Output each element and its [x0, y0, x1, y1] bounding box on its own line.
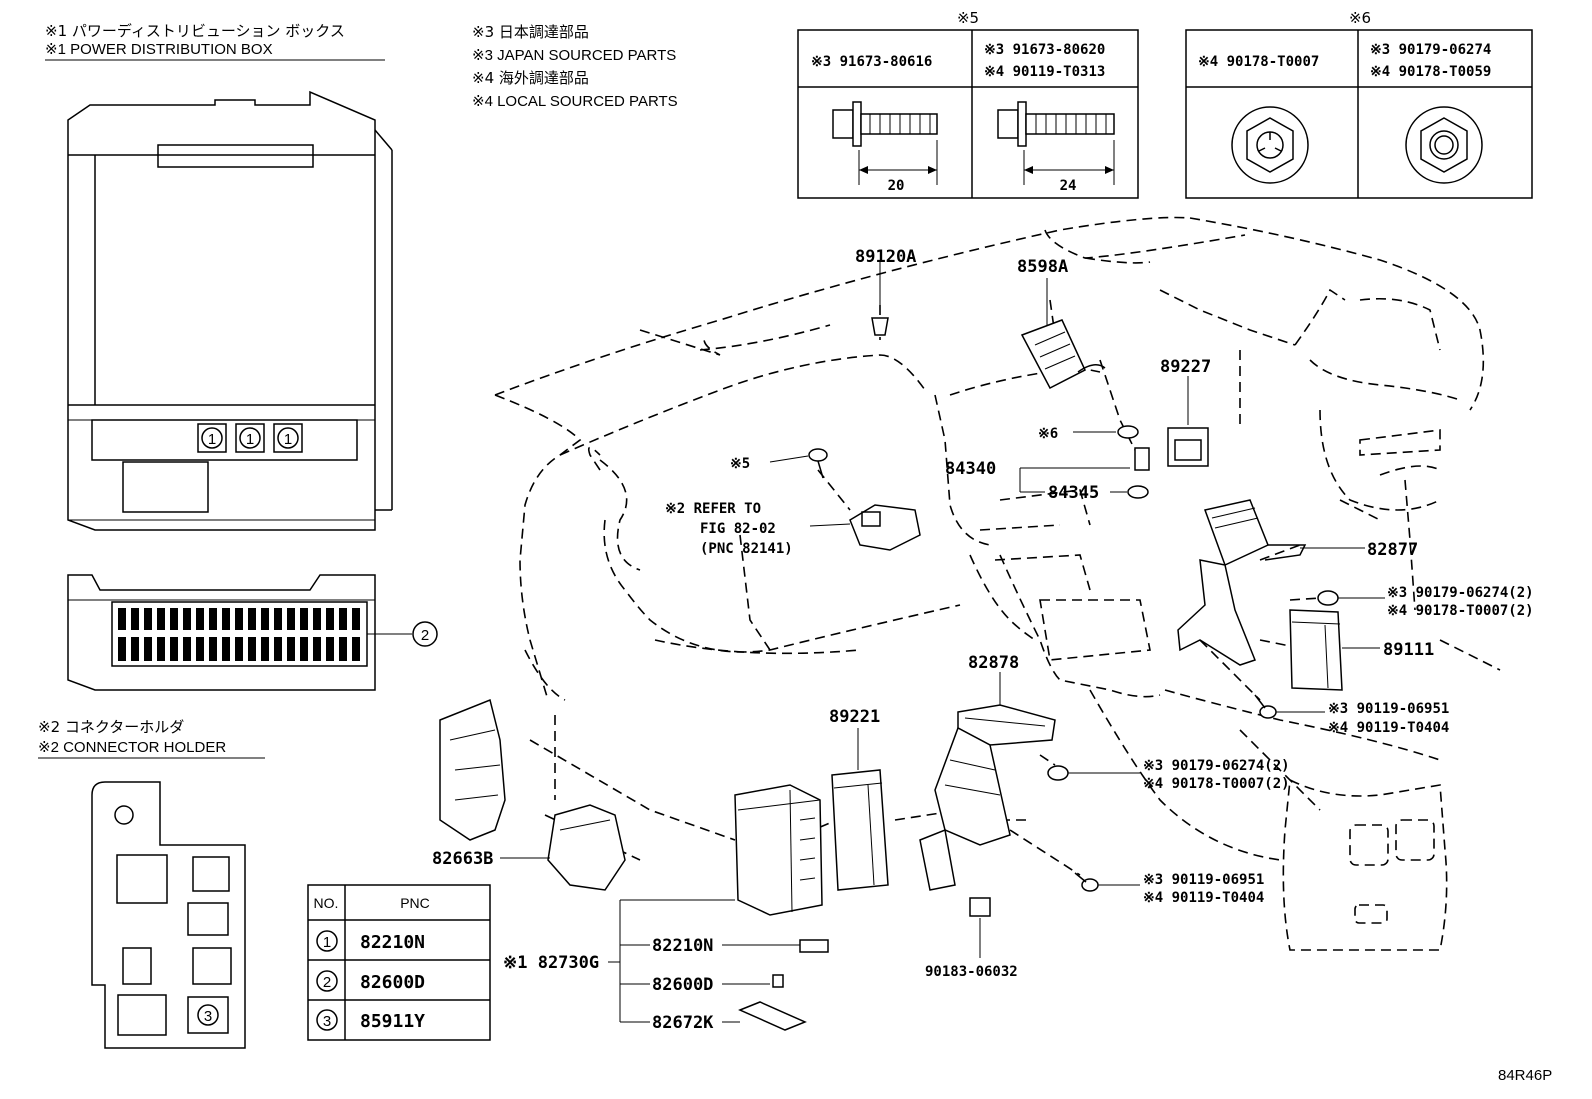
box-marker-1a: 1 — [208, 431, 216, 448]
label-refer-line3: (PNC 82141) — [700, 541, 793, 557]
part-bolt-82878 — [1074, 872, 1140, 892]
clip-nut-icon — [1231, 106, 1309, 184]
pnc-row-no: 3 — [323, 1013, 331, 1030]
label-fastener2-a: ※3 90119-06951 — [1328, 701, 1449, 717]
bolt-table: ※5 ※3 91673-80616 ※3 91673-80620 ※4 9011… — [797, 9, 1139, 199]
pnc-table: NO. PNC 1 82210N 2 82600D 3 85911Y — [307, 884, 491, 1041]
label-refer-line1: ※2 REFER TO — [665, 501, 761, 517]
note-japan-jp: ※3 日本調達部品 — [472, 23, 589, 41]
label-refer-line2: FIG 82-02 — [700, 521, 776, 537]
note-local-en: ※4 LOCAL SOURCED PARTS — [472, 93, 678, 110]
label-89120A: 89120A — [855, 247, 916, 267]
pnc-header-pnc: PNC — [400, 895, 430, 911]
label-8598A: 8598A — [1017, 257, 1068, 277]
label-fastener2-b: ※4 90119-T0404 — [1328, 720, 1449, 736]
part-90183-clip — [969, 897, 991, 958]
nut-part-a: ※4 90178-T0007 — [1198, 54, 1319, 70]
holder-marker-3: 3 — [204, 1008, 212, 1025]
label-82672K: 82672K — [652, 1013, 714, 1033]
label-82663B: 82663B — [432, 849, 493, 869]
label-82600D: 82600D — [652, 975, 713, 995]
part-8598A-sensor — [1020, 278, 1106, 390]
part-82877-bracket — [1177, 499, 1365, 666]
fuse-82600D-icon — [772, 974, 784, 988]
hex-nut-icon — [1405, 106, 1483, 184]
bolt-head-icon — [832, 109, 854, 139]
label-84340: 84340 — [945, 459, 996, 479]
part-labels: 89120A 8598A 89227 ※6 84340 84345 ※5 ※2 … — [432, 247, 1552, 1084]
part-89221-ecu — [831, 728, 889, 891]
label-82730G: ※1 82730G — [503, 953, 599, 973]
power-distribution-box-bottom: 2 — [67, 574, 438, 691]
label-note5: ※5 — [730, 456, 750, 472]
label-fastener4-a: ※3 90119-06951 — [1143, 872, 1264, 888]
power-distribution-box-front: 1 1 1 — [67, 90, 393, 531]
connector-holder: 3 — [91, 781, 246, 1049]
label-84345: 84345 — [1048, 483, 1099, 503]
pnc-row-pnc: 82210N — [360, 932, 425, 953]
note-power-box-jp: ※1 パワーディストリビューション ボックス — [45, 22, 345, 40]
note-japan-en: ※3 JAPAN SOURCED PARTS — [472, 47, 676, 64]
cover-82672K-icon — [738, 1001, 807, 1031]
nut-table-title: ※6 — [1349, 9, 1371, 27]
label-89221: 89221 — [829, 707, 880, 727]
note-power-box-en: ※1 POWER DISTRIBUTION BOX — [45, 41, 273, 58]
label-90183-06032: 90183-06032 — [925, 964, 1018, 980]
pnc-row-pnc: 85911Y — [360, 1011, 425, 1032]
bolt-part-a: ※3 91673-80616 — [811, 54, 932, 70]
pnc-row-no: 1 — [323, 934, 331, 951]
bolt-part-b2: ※4 90119-T0313 — [984, 64, 1105, 80]
pnc-row-pnc: 82600D — [360, 972, 425, 993]
relay-82210N-icon — [799, 939, 829, 953]
label-fastener1-b: ※4 90178-T0007(2) — [1387, 603, 1534, 619]
part-89227-sensor — [1167, 376, 1209, 467]
note-local-jp: ※4 海外調達部品 — [472, 69, 589, 87]
box-marker-2: 2 — [421, 627, 429, 644]
label-82210N: 82210N — [652, 936, 713, 956]
bolt-table-title: ※5 — [957, 9, 979, 27]
bolt-length-b: 24 — [1060, 178, 1077, 194]
nut-part-b1: ※3 90179-06274 — [1370, 42, 1491, 58]
label-note6: ※6 — [1038, 426, 1058, 442]
bolt-head-icon — [997, 109, 1019, 139]
part-refer-connector — [769, 448, 921, 551]
part-82730G-junction-block — [734, 784, 823, 916]
label-82878: 82878 — [968, 653, 1019, 673]
part-82878-bracket — [919, 672, 1056, 891]
label-89227: 89227 — [1160, 357, 1211, 377]
part-clip-nut-82877 — [1317, 590, 1385, 606]
illustration-code: 84R46P — [1498, 1067, 1552, 1084]
nut-table: ※6 ※4 90178-T0007 ※3 90179-06274 ※4 9017… — [1185, 9, 1533, 199]
part-bolt-89111 — [1254, 694, 1325, 719]
part-clip-nut-82878 — [1047, 765, 1140, 781]
instrument-panel-outline — [494, 216, 1501, 951]
part-89120A-clip — [871, 262, 889, 336]
bolt-part-b1: ※3 91673-80620 — [984, 42, 1105, 58]
pnc-header-no: NO. — [314, 895, 339, 911]
box-marker-1c: 1 — [284, 431, 292, 448]
note-connector-jp: ※2 コネクターホルダ — [38, 718, 184, 736]
box-marker-1b: 1 — [246, 431, 254, 448]
label-fastener1-a: ※3 90179-06274(2) — [1387, 585, 1534, 601]
note-connector-en: ※2 CONNECTOR HOLDER — [38, 739, 226, 756]
nut-part-b2: ※4 90178-T0059 — [1370, 64, 1491, 80]
bolt-length-a: 20 — [888, 178, 905, 194]
label-fastener3-b: ※4 90178-T0007(2) — [1143, 776, 1290, 792]
part-82730G-callout — [608, 899, 829, 1031]
label-89111: 89111 — [1383, 640, 1434, 660]
part-89111-ecu — [1289, 609, 1380, 691]
label-fastener4-b: ※4 90119-T0404 — [1143, 890, 1264, 906]
part-82663B-holder — [439, 698, 626, 891]
label-fastener3-a: ※3 90179-06274(2) — [1143, 758, 1290, 774]
part-84340-assembly — [1019, 425, 1150, 499]
pnc-row-no: 2 — [323, 974, 331, 991]
label-82877: 82877 — [1367, 540, 1418, 560]
